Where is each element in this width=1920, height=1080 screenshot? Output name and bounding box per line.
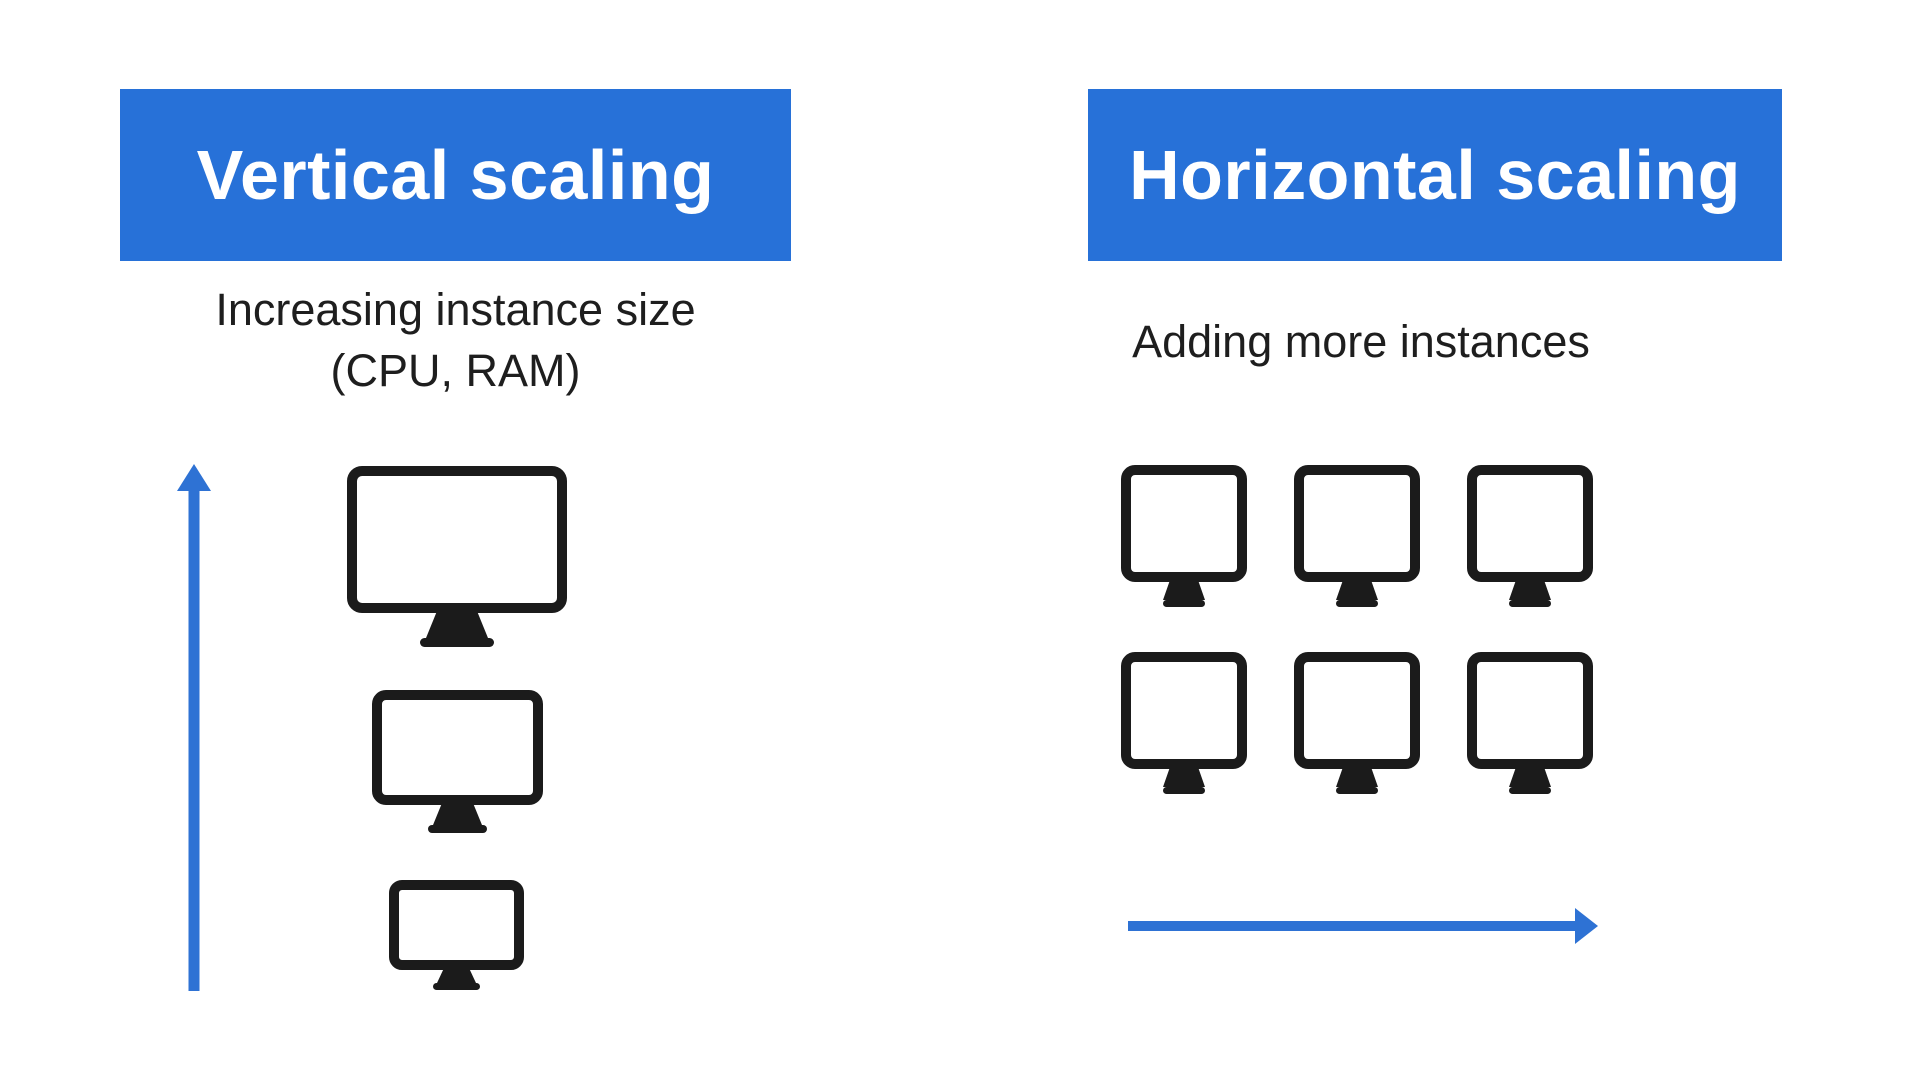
monitor-grid	[1121, 465, 1593, 794]
up-arrow-icon	[177, 464, 211, 991]
monitor-icon	[1467, 652, 1593, 794]
monitor-icon	[1294, 465, 1420, 607]
horizontal-scaling-header: Horizontal scaling	[1088, 89, 1782, 261]
vertical-scaling-header: Vertical scaling	[120, 89, 791, 261]
monitor-icon	[347, 466, 567, 647]
subtitle-line-2: (CPU, RAM)	[330, 344, 581, 396]
vertical-scaling-title: Vertical scaling	[196, 136, 715, 214]
monitor-icon	[389, 880, 524, 990]
vertical-scaling-subtitle: Increasing instance size (CPU, RAM)	[120, 280, 791, 402]
monitor-icon	[1467, 465, 1593, 607]
monitor-icon	[1121, 465, 1247, 607]
monitor-icon	[1294, 652, 1420, 794]
monitor-icon	[372, 690, 543, 833]
right-arrow-icon	[1128, 908, 1598, 944]
monitor-icon	[1121, 652, 1247, 794]
horizontal-scaling-subtitle: Adding more instances	[1132, 316, 1590, 367]
horizontal-scaling-title: Horizontal scaling	[1129, 136, 1741, 214]
subtitle-line-1: Increasing instance size	[215, 284, 696, 335]
